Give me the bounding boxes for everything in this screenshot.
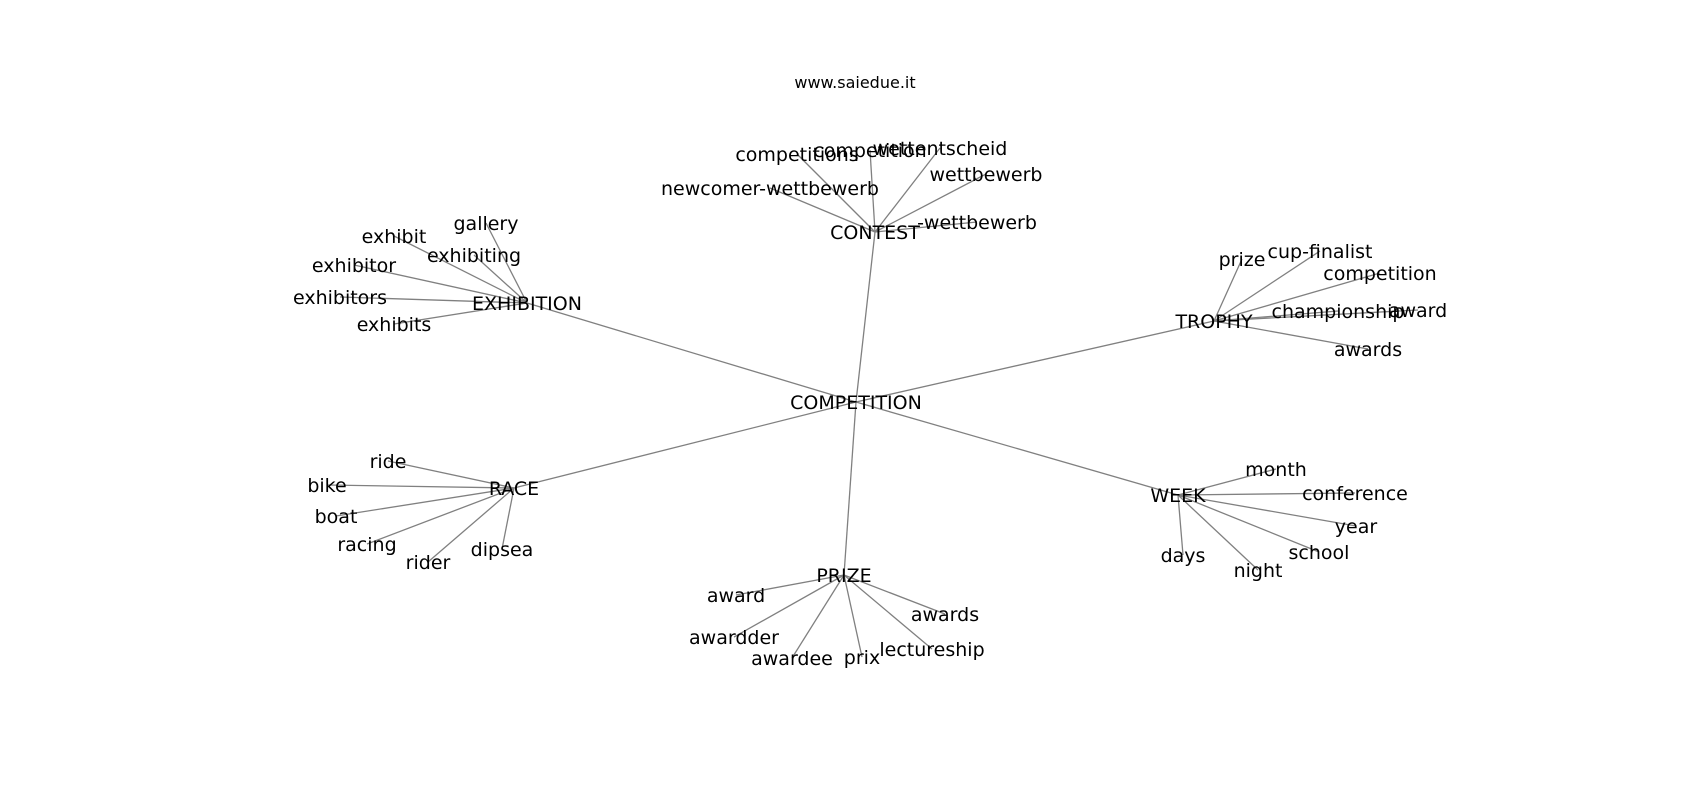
leaf-node-exhibition-exhibit: exhibit [362,226,427,248]
leaf-node-contest-wettbewerb: wettbewerb [930,164,1043,186]
edge-exhibition-exhibiting [473,254,528,304]
leaf-node-exhibition-exhibitor: exhibitor [312,255,396,277]
leaf-node-week-night: night [1234,560,1283,582]
edge-root-week [855,401,1179,496]
leaf-node-contest-wettentscheid: wettentscheid [873,138,1008,160]
hub-node-contest: CONTEST [830,222,920,244]
leaf-node-exhibition-exhibitors: exhibitors [293,287,387,309]
leaf-node-race-rider: rider [406,552,451,574]
hub-node-week: WEEK [1150,485,1206,507]
edge-race-ride [387,460,515,489]
leaf-node-exhibition-gallery: gallery [453,213,518,235]
edge-contest-wettbewerb [874,173,987,233]
edges-layer [326,147,1419,659]
diagram-title: www.saiedue.it [794,73,915,92]
edge-root-exhibition [526,302,857,403]
edge-prize-awards [843,574,946,615]
edge-prize-awardder [733,574,845,638]
leaf-node-trophy-award: award [1389,300,1447,322]
edge-prize-awardee [791,574,845,659]
leaf-node-contest-newcomer-wettbewerb: newcomer-wettbewerb [661,178,879,200]
leaf-node-race-dipsea: dipsea [471,539,534,561]
edge-contest-wettentscheid [874,147,941,233]
edge-trophy-awards [1213,320,1369,350]
leaf-node-week-school: school [1289,542,1350,564]
edge-race-dipsea [501,487,515,550]
edge-prize-lectureship [843,574,933,650]
hub-node-race: RACE [489,478,539,500]
leaf-node-week-year: year [1335,516,1378,538]
leaf-node-contest-competitions: competitions [735,144,858,166]
edge-root-race [513,401,857,489]
edge-week-month [1177,468,1277,496]
hub-node-trophy: TROPHY [1174,311,1253,333]
root-node-label: COMPETITION [790,392,922,414]
edge-root-contest [855,231,876,403]
edge-race-racing [366,487,515,545]
leaf-node-exhibition-exhibits: exhibits [357,314,432,336]
edge-prize-award [735,574,845,596]
edge-week-conference [1177,492,1356,496]
leaf-node-week-month: month [1245,459,1307,481]
leaf-node-trophy-prize: prize [1219,249,1266,271]
leaf-node-contest-competition: competition [813,140,926,162]
leaf-node-prize-awards: awards [911,604,979,626]
leaf-node-prize-lectureship: lectureship [879,639,984,661]
edge-exhibition-exhibitor [353,264,528,304]
edge-trophy-cup-finalist [1213,250,1321,322]
leaf-node-trophy-awards: awards [1334,339,1402,361]
edge-race-rider [427,487,515,563]
edge-exhibition-gallery [485,222,528,304]
edge-race-bike [326,484,515,489]
leaf-node-race-ride: ride [370,451,407,473]
leaf-node-trophy-championship: championship [1272,301,1405,323]
leaf-node-race-racing: racing [337,534,396,556]
edge-week-days [1177,494,1184,556]
edge-exhibition-exhibitors [339,296,528,304]
leaf-node-race-bike: bike [307,475,346,497]
edge-contest-dash-wettbewerb [874,221,978,233]
leaf-node-trophy-competition: competition [1323,263,1436,285]
leaf-node-trophy-cup-finalist: cup-finalist [1268,241,1373,263]
edge-exhibition-exhibits [393,302,528,325]
edge-root-prize [843,401,857,576]
leaf-node-exhibition-exhibiting: exhibiting [427,245,521,267]
leaf-node-week-conference: conference [1302,483,1408,505]
edge-week-night [1177,494,1259,571]
edge-trophy-prize [1213,258,1243,322]
leaf-node-prize-awardee: awardee [751,648,833,670]
edge-trophy-competition [1213,272,1381,322]
leaf-node-contest-dash-wettbewerb: -wettbewerb [917,212,1037,234]
edge-contest-competitions [796,153,876,233]
leaf-node-week-days: days [1161,545,1206,567]
edge-prize-prix [843,574,863,658]
edge-exhibition-exhibit [393,235,528,304]
edge-week-school [1177,494,1320,553]
edge-race-boat [335,487,515,517]
edge-root-trophy [855,320,1215,403]
leaf-node-prize-award: award [707,585,765,607]
edge-contest-competition [869,149,876,233]
leaf-node-prize-awardder: awardder [689,627,779,649]
hub-node-exhibition: EXHIBITION [472,293,582,315]
hub-node-prize: PRIZE [816,565,871,587]
edge-week-year [1177,494,1357,527]
labels-layer: www.saiedue.it COMPETITION CONTEST competi… [293,73,1447,670]
edge-trophy-award [1213,309,1419,322]
leaf-node-race-boat: boat [315,506,358,528]
leaf-node-prize-prix: prix [844,647,880,669]
edge-contest-newcomer-wettbewerb [769,187,876,233]
